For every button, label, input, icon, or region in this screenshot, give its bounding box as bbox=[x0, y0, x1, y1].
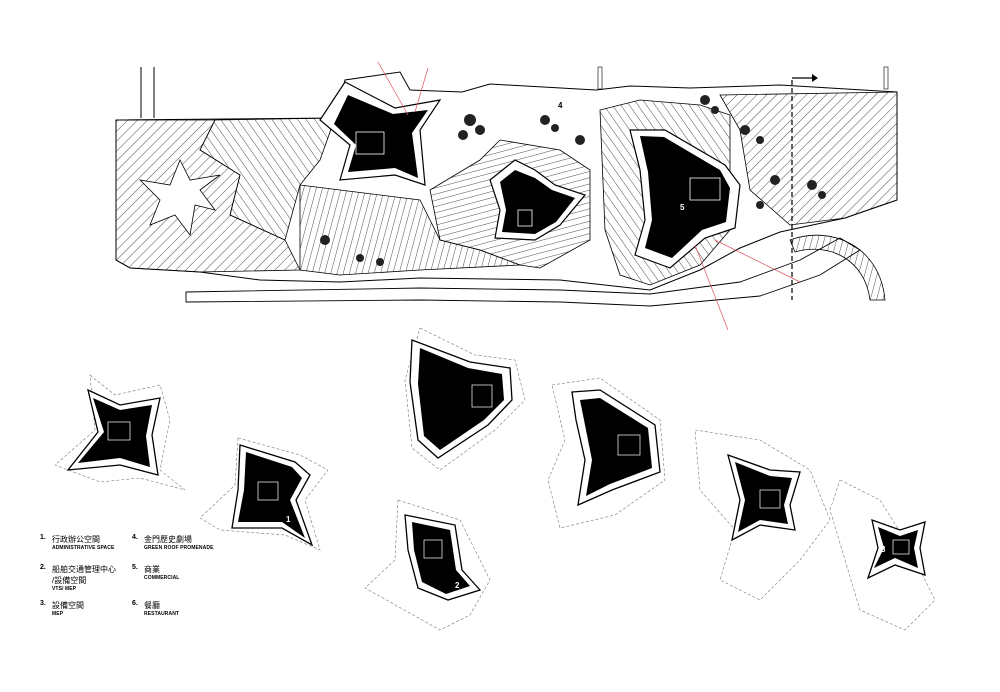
legend-num: 4. bbox=[132, 534, 138, 541]
building-commercial-core bbox=[640, 136, 730, 258]
legend-item-1: 1. 行政辦公空間 ADMINISTRATIVE SPACE bbox=[40, 534, 130, 562]
legend-subtitle: GREEN ROOF PROMENADE bbox=[144, 545, 214, 551]
floor-plan-5 bbox=[547, 377, 666, 529]
legend-item-4: 4. 金門歷史劇場 GREEN ROOF PROMENADE bbox=[132, 534, 222, 562]
legend-num: 2. bbox=[40, 564, 46, 571]
legend-title: 餐廳 bbox=[144, 601, 160, 610]
tree-clusters bbox=[320, 95, 826, 266]
legend-item-5: 5. 商業 COMMERCIAL bbox=[132, 564, 222, 592]
floor-plan-7: 3 bbox=[829, 479, 936, 631]
plan-label-4: 4 bbox=[558, 101, 563, 110]
legend-title: 金門歷史劇場 bbox=[144, 535, 192, 544]
floor-plan-3 bbox=[404, 327, 526, 471]
landscape-east bbox=[719, 91, 898, 226]
legend-num: 6. bbox=[132, 600, 138, 607]
legend-title: 行政辦公空間 bbox=[52, 535, 100, 544]
legend-title: 設備空間 bbox=[52, 601, 84, 610]
legend-subtitle: VTS/ MEP bbox=[52, 586, 77, 592]
curved-ramp bbox=[789, 234, 886, 301]
plan-label-3: 3 bbox=[881, 545, 886, 554]
legend-subtitle: COMMERCIAL bbox=[144, 575, 180, 581]
legend-subtitle: RESTAURANT bbox=[144, 611, 180, 617]
legend-item-6: 6. 餐廳 RESTAURANT bbox=[132, 600, 222, 628]
building-vts-core bbox=[500, 170, 575, 234]
legend-num: 3. bbox=[40, 600, 46, 607]
legend-item-2: 2. 船舶交通管理中心/設備空間 VTS/ MEP bbox=[40, 564, 130, 602]
landscape-west-2 bbox=[199, 117, 336, 241]
landscape-zigzag bbox=[138, 159, 221, 236]
floor-plan-4: 2 bbox=[364, 499, 491, 631]
plan-label-2: 2 bbox=[455, 581, 460, 590]
legend: 1. 行政辦公空間 ADMINISTRATIVE SPACE 2. 船舶交通管理… bbox=[40, 534, 220, 664]
legend-item-3: 3. 設備空間 MEP bbox=[40, 600, 130, 628]
legend-subtitle: MEP bbox=[52, 611, 64, 617]
floor-plan-2: 1 bbox=[199, 437, 329, 551]
legend-num: 5. bbox=[132, 564, 138, 571]
legend-title: 商業 bbox=[144, 565, 160, 574]
plan-label-5: 5 bbox=[680, 203, 685, 212]
floor-plan-6 bbox=[694, 429, 831, 601]
legend-title: 船舶交通管理中心/設備空間 bbox=[52, 565, 116, 585]
plan-label-1: 1 bbox=[286, 515, 291, 524]
legend-num: 1. bbox=[40, 534, 46, 541]
site-plan: 5 4 bbox=[115, 61, 898, 331]
building-admin-core bbox=[334, 95, 428, 178]
legend-subtitle: ADMINISTRATIVE SPACE bbox=[52, 545, 115, 551]
floor-plan-1 bbox=[54, 374, 186, 491]
